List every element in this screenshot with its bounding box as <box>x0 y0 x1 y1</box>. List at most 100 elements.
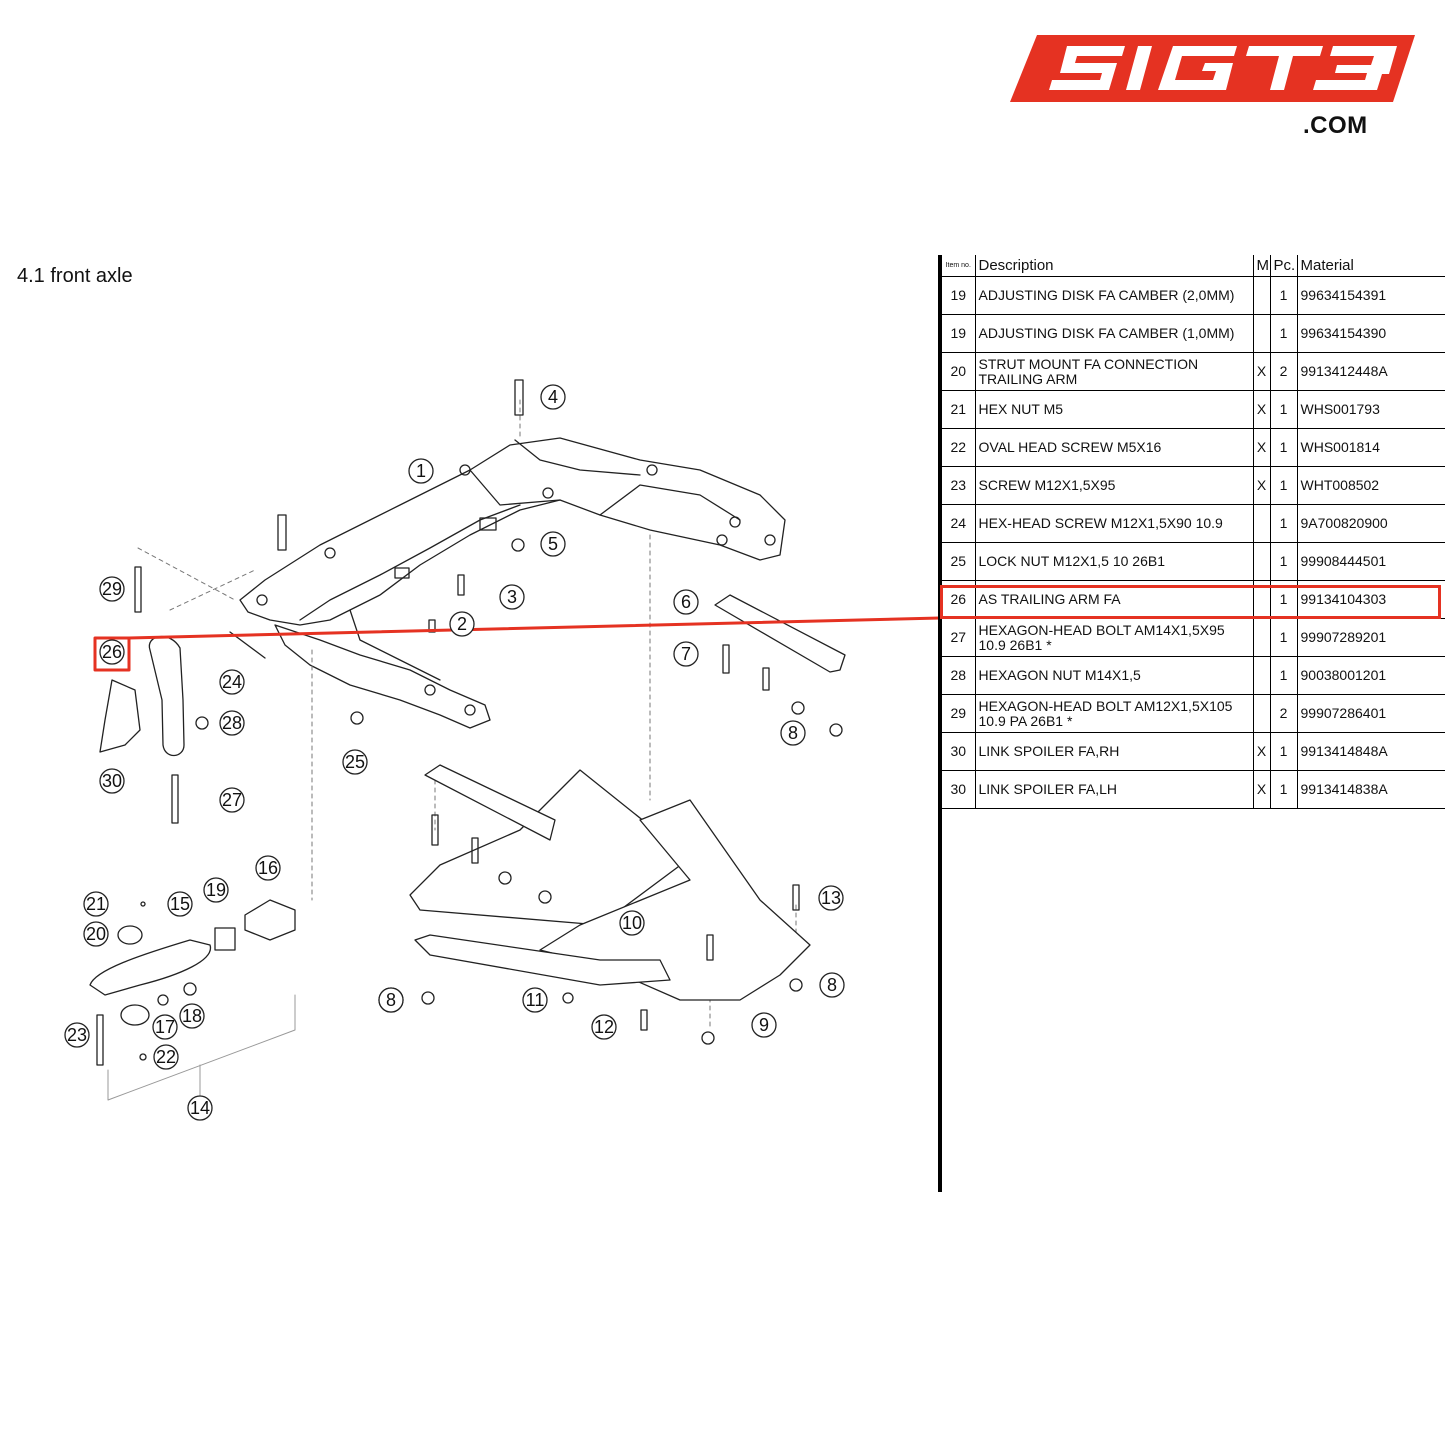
callout-label: 9 <box>759 1015 769 1035</box>
callout-circle <box>83 891 109 917</box>
cell-material: 99134104303 <box>1296 580 1445 619</box>
callout-label: 14 <box>190 1098 210 1118</box>
callout-circle <box>203 877 229 903</box>
callout-label: 18 <box>182 1006 202 1026</box>
highlight-callout-26 <box>93 636 131 672</box>
callout-label: 8 <box>788 723 798 743</box>
table-left-rule <box>938 255 942 1192</box>
cell-description: ADJUSTING DISK FA CAMBER (2,0MM) <box>974 276 1253 315</box>
cell-description: STRUT MOUNT FA CONNECTION TRAILING ARM <box>974 352 1253 391</box>
cell-material: 9913414838A <box>1296 770 1445 809</box>
cell-m: X <box>1252 390 1270 429</box>
cell-material: 9913412448A <box>1296 352 1445 391</box>
cell-item: 26 <box>942 580 975 619</box>
callout-circle <box>673 641 699 667</box>
trailing-arm <box>148 635 185 757</box>
header-material: Material <box>1296 255 1445 277</box>
cell-description: HEXAGON NUT M14X1,5 <box>974 656 1253 695</box>
cell-pc: 2 <box>1269 352 1297 391</box>
cell-item: 19 <box>942 314 975 353</box>
callout-label: 19 <box>206 880 226 900</box>
header-m: M <box>1252 255 1270 277</box>
callout-label: 11 <box>526 990 545 1010</box>
callout-circle <box>499 584 525 610</box>
callout-circle <box>152 1014 178 1040</box>
callout-circle <box>751 1012 777 1038</box>
callout-circle <box>673 589 699 615</box>
callout-label: 8 <box>386 990 396 1010</box>
callout-circle <box>187 1095 213 1121</box>
cell-material: 99907289201 <box>1296 618 1445 657</box>
callout-label: 22 <box>156 1047 176 1067</box>
callout-circle <box>255 855 281 881</box>
header-description: Description <box>974 255 1253 277</box>
logo-domain-text: .COM <box>1303 112 1368 139</box>
callout-circle <box>99 768 125 794</box>
cell-material: 99634154391 <box>1296 276 1445 315</box>
callout-label: 3 <box>507 587 517 607</box>
cell-pc: 1 <box>1269 428 1297 467</box>
callout-label: 24 <box>222 672 242 692</box>
cell-description: LOCK NUT M12X1,5 10 26B1 <box>974 542 1253 581</box>
cell-pc: 1 <box>1269 504 1297 543</box>
cell-description: SCREW M12X1,5X95 <box>974 466 1253 505</box>
callout-label: 15 <box>170 894 190 914</box>
callout-label: 29 <box>102 579 122 599</box>
cell-material: 9A700820900 <box>1296 504 1445 543</box>
cell-material: 9913414848A <box>1296 732 1445 771</box>
callout-circle <box>449 611 475 637</box>
cell-m: X <box>1252 732 1270 771</box>
cell-m <box>1252 542 1270 581</box>
callout-label: 23 <box>67 1025 87 1045</box>
cell-item: 21 <box>942 390 975 429</box>
cell-description: LINK SPOILER FA,RH <box>974 732 1253 771</box>
callout-label: 13 <box>821 888 841 908</box>
cell-material: 99634154390 <box>1296 314 1445 353</box>
callout-label: 6 <box>681 592 691 612</box>
cell-m <box>1252 580 1270 619</box>
cell-item: 27 <box>942 618 975 657</box>
cell-material: 99907286401 <box>1296 694 1445 733</box>
section-title: 4.1 front axle <box>17 265 133 287</box>
brace-lower <box>414 934 671 986</box>
callout-circle <box>99 639 125 665</box>
highlight-connector-line <box>127 616 942 640</box>
cell-pc: 1 <box>1269 580 1297 619</box>
callout-circle <box>167 891 193 917</box>
cell-pc: 2 <box>1269 694 1297 733</box>
callout-circle <box>153 1044 179 1070</box>
callout-label: 8 <box>827 975 837 995</box>
cell-description: LINK SPOILER FA,LH <box>974 770 1253 809</box>
logo-mark <box>1010 35 1415 102</box>
link-spoiler <box>99 679 141 753</box>
cell-material: WHT008502 <box>1296 466 1445 505</box>
cell-material: 90038001201 <box>1296 656 1445 695</box>
adjusting-disk <box>214 927 236 951</box>
cell-pc: 1 <box>1269 542 1297 581</box>
callout-circle <box>64 1022 90 1048</box>
callout-circle <box>540 531 566 557</box>
bushing <box>244 899 296 941</box>
callout-circle <box>522 987 548 1013</box>
cell-m: X <box>1252 770 1270 809</box>
lower-arm <box>89 939 211 996</box>
callout-circle <box>780 720 806 746</box>
callout-circle <box>408 458 434 484</box>
cell-pc: 1 <box>1269 390 1297 429</box>
cell-pc: 1 <box>1269 770 1297 809</box>
callout-circle <box>179 1003 205 1029</box>
callout-label: 7 <box>681 644 691 664</box>
cell-pc: 1 <box>1269 618 1297 657</box>
cell-item: 20 <box>942 352 975 391</box>
callout-group: 1234567888891011121314151617181920212223… <box>64 384 845 1121</box>
